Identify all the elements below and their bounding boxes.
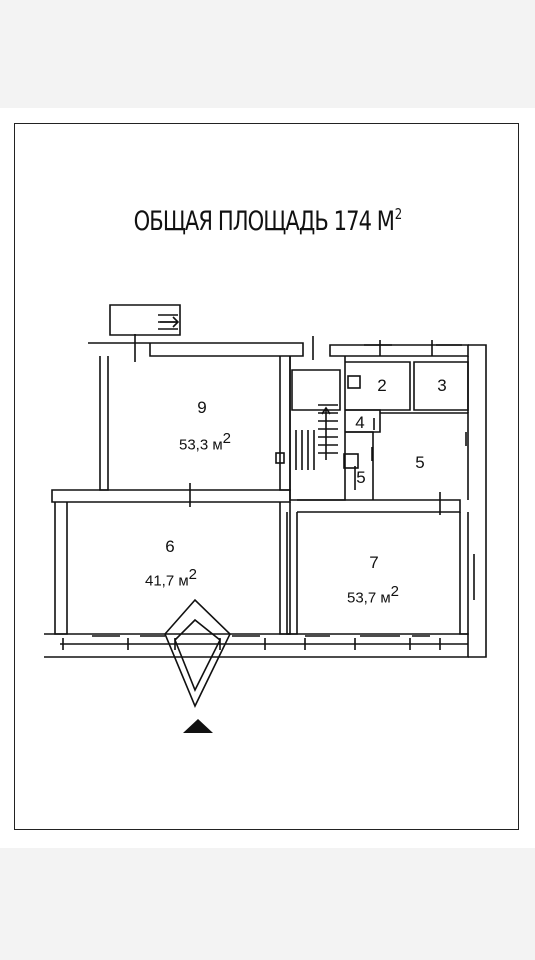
room-3-number: 3 <box>437 376 447 395</box>
fixture-d <box>343 453 359 469</box>
window-ticks <box>62 334 475 650</box>
fixture-box <box>347 375 361 389</box>
wall-room9-right <box>279 356 291 491</box>
bay-window-inner <box>174 618 222 692</box>
stair-steps-a <box>295 430 315 470</box>
plan-title: ОБЩАЯ ПЛОЩАДЬ 174 М2 <box>59 205 476 237</box>
wall-room6-left <box>54 502 68 635</box>
wall-room7-right <box>459 512 469 635</box>
room-4-number: 4 <box>355 413 365 432</box>
room-5-number: 5 <box>415 453 425 472</box>
window-bars <box>92 344 462 637</box>
wall-top-right <box>329 344 469 357</box>
room-7-label: 7 <box>344 553 404 573</box>
room-6-label: 6 <box>140 537 200 557</box>
wall-mid-horizontal <box>51 489 291 503</box>
bay-window <box>164 598 231 708</box>
room-6-number: 6 <box>165 537 175 556</box>
room-9-label: 9 <box>172 398 232 418</box>
room-9-number: 9 <box>197 398 207 417</box>
stair-outline <box>291 369 341 411</box>
wall-center-bottom <box>297 499 461 513</box>
drawing-frame <box>14 123 519 830</box>
entrance-arrow-icon <box>183 719 213 733</box>
wall-bottom <box>44 633 469 658</box>
room-9-area: 53,3 м2 <box>178 430 232 454</box>
wall-top-left <box>88 342 304 357</box>
room-6-area: 41,7 м2 <box>144 566 198 590</box>
room-5-small-number: 5 <box>356 468 366 487</box>
wall-right <box>468 344 487 658</box>
stair-arrow <box>321 406 331 460</box>
wall-room3 <box>413 361 469 411</box>
wall-room6-right <box>279 502 291 635</box>
room-2-number: 2 <box>377 376 387 395</box>
fixture-wc <box>275 452 285 464</box>
wall-center <box>289 356 346 501</box>
stair-steps-b <box>318 404 338 454</box>
room-7-area: 53,7 м2 <box>346 583 400 607</box>
title-text: ОБЩАЯ ПЛОЩАДЬ 174 М <box>133 206 395 237</box>
wall-room7-left <box>286 512 298 635</box>
wall-room5-left <box>345 431 374 500</box>
room-7-number: 7 <box>369 553 379 572</box>
wall-room5-right <box>380 412 469 500</box>
wall-room9-left <box>99 356 109 491</box>
exterior-stair-arrow <box>160 316 180 328</box>
exterior-stair <box>109 304 181 336</box>
title-superscript: 2 <box>394 205 402 223</box>
